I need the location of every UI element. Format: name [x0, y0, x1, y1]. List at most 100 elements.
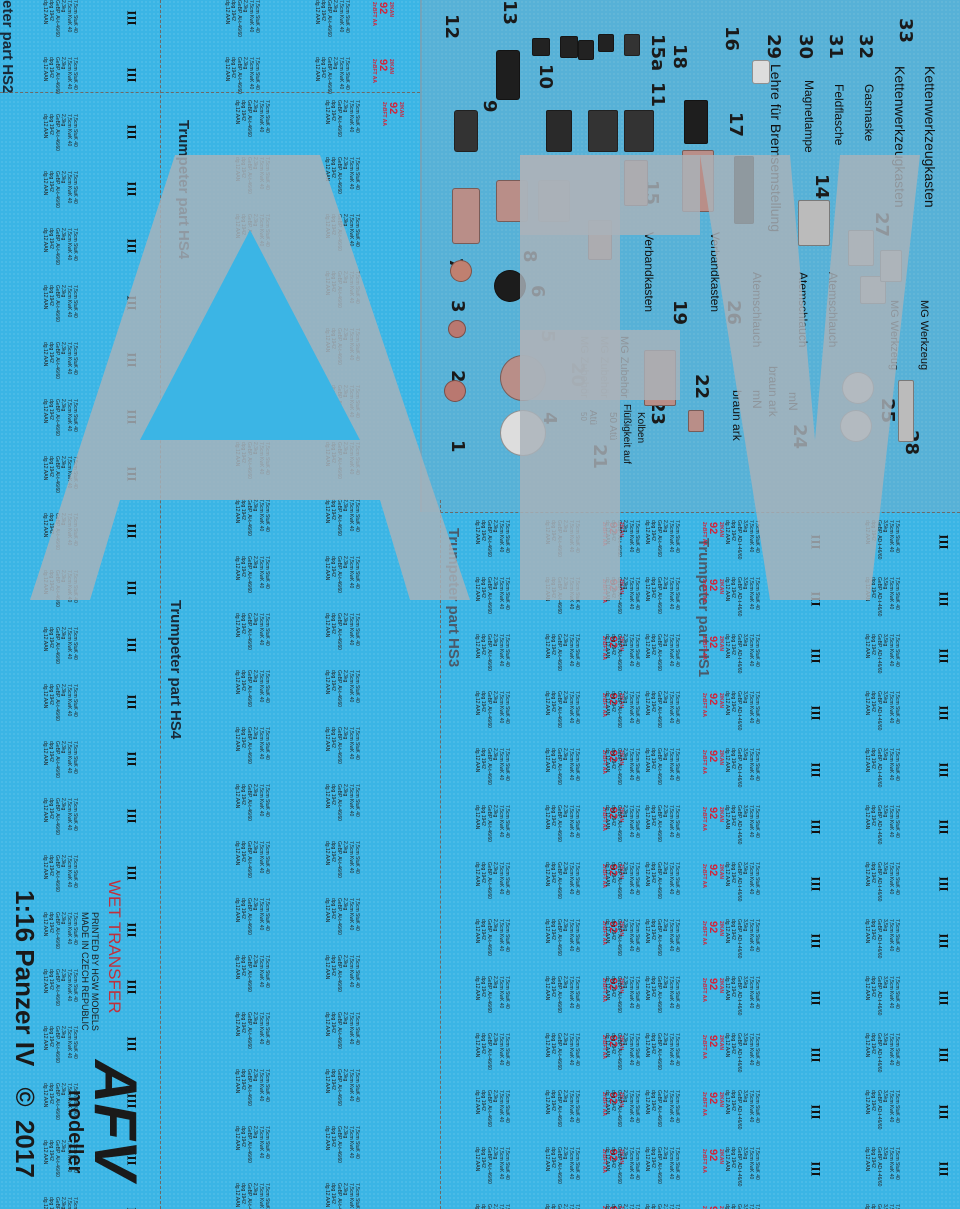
stencil-text: dg.12.AAN	[324, 1183, 330, 1208]
stencil-text: 7,5cm KwK 40	[66, 399, 72, 432]
roman-numeral: III	[936, 933, 952, 949]
stencil-red-text: 92	[377, 59, 389, 72]
stencil-text: 7,5cm StuK 40	[634, 577, 640, 610]
stencil-text: 7,5cm StuK 40	[264, 898, 270, 931]
stencil-text: GeBP. Al-t-46/60	[246, 1012, 252, 1049]
stencil-text: 7,5cm StuK 40	[754, 919, 760, 952]
stencil-red-text: 2nBFT AA	[701, 579, 707, 603]
stencil-text: 7,5cm KwK 40	[888, 919, 894, 952]
stencil-text: 7,5cm StuK 40	[674, 1147, 680, 1180]
stencil-text: GeBP. Al-t-46/60	[336, 955, 342, 992]
stencil-text: dg.12.AAN	[314, 57, 320, 82]
stencil-text: 7,5cm StuK 40	[634, 1033, 640, 1066]
stencil-text: 7,5cm KwK 40	[338, 0, 344, 33]
decal-shape	[560, 36, 578, 58]
stencil-text: 7,5cm KwK 40	[668, 748, 674, 781]
stencil-text: dg.12.AAN	[864, 805, 870, 830]
stencil-text: GeBP. Al-t-46/60	[486, 748, 492, 785]
stencil-text: dg.12.AAN	[474, 1147, 480, 1172]
stencil-text: GeBP. Al-t-46/60	[616, 634, 622, 671]
stencil-text: GeBP. Al-t-46/60	[246, 1183, 252, 1209]
stencil-text: 7,5cm StuK 40	[354, 898, 360, 931]
stencil-text: 7,5cm KwK 40	[568, 1033, 574, 1066]
stencil-text: GeBP. Al-t-46/60	[336, 1069, 342, 1106]
stencil-text: GeBP. Al-t-46/60	[54, 228, 60, 265]
title-text: 1:16 Panzer IV	[10, 890, 40, 1067]
stencil-text: 7,5cm KwK 40	[66, 342, 72, 375]
stencil-text: dg.12.AAN	[234, 613, 240, 638]
stencil-text: dg.12.AAN	[724, 976, 730, 1001]
stencil-text: 7,5cm StuK 40	[634, 1090, 640, 1123]
stencil-text: GeBP. Al-t-46/60	[616, 691, 622, 728]
stencil-text: GeBP. AD-t-46/60	[876, 634, 882, 674]
stencil-text: dg.12.AAN	[644, 805, 650, 830]
stencil-text: GeBP. AD-t-46/60	[876, 1204, 882, 1209]
stencil-red-text: 92	[707, 978, 719, 991]
stencil-text: 7,5cm StuK 40	[354, 955, 360, 988]
stencil-text: dg.12.AAN	[604, 919, 610, 944]
stencil-text: dg.12.AAN	[544, 634, 550, 659]
stencil-text: dpg 1942	[48, 1197, 54, 1209]
stencil-text: GeBP. AD-t-46/60	[876, 805, 882, 845]
stencil-text: dg.12.AAN	[474, 1033, 480, 1058]
stencil-text: 7,5cm KwK 40	[258, 328, 264, 361]
stencil-red-text: 2nBFT AA	[701, 1035, 707, 1059]
roman-numeral: III	[936, 591, 952, 607]
roman-numeral: III	[808, 1104, 824, 1120]
stencil-text: 7,5cm StuK 40	[894, 976, 900, 1009]
stencil-text: GeBP. AD-t-46/60	[736, 1033, 742, 1073]
stencil-text: 7,5cm KwK 40	[258, 1012, 264, 1045]
stencil-text: dg.12.AAN	[474, 577, 480, 602]
stencil-text: 7,5cm KwK 40	[498, 634, 504, 667]
stencil-text: 7,5cm StuK 40	[72, 627, 78, 660]
stencil-text: GeBP. Al-t-46/60	[556, 919, 562, 956]
stencil-text: 7,5cm KwK 40	[258, 1126, 264, 1159]
stencil-text: 7,5cm KwK 40	[668, 805, 674, 838]
stencil-text: GeBP. Al-t-46/60	[336, 1012, 342, 1049]
decal-number: 22	[691, 374, 712, 400]
afv-logo: AFV	[82, 1060, 149, 1180]
stencil-text: dg.12.AAN	[864, 1147, 870, 1172]
decal-label: Magnetlampe	[802, 80, 816, 153]
stencil-text: 2,3kg	[492, 1204, 498, 1209]
stencil-text: 7,5cm KwK 40	[748, 976, 754, 1009]
stencil-text: dg.12.AAN	[42, 855, 48, 880]
stencil-text: dg.12.AAN	[644, 1033, 650, 1058]
stencil-text: dg.12.AAN	[234, 328, 240, 353]
stencil-text: GeBP. Al-t-46/60	[54, 114, 60, 151]
stencil-text: 7,5cm KwK 40	[628, 577, 634, 610]
stencil-text: GeBP. Al-t-46/60	[336, 157, 342, 194]
stencil-text: GeBP. Al-t-46/60	[246, 727, 252, 764]
stencil-text: 7,5cm KwK 40	[668, 919, 674, 952]
stencil-text: 7,5cm StuK 40	[894, 919, 900, 952]
stencil-text: 7,5cm KwK 40	[628, 862, 634, 895]
decal-label: Flüßigkeit auf	[621, 404, 632, 465]
stencil-text: 7,5cm KwK 40	[66, 285, 72, 318]
stencil-text: GeBP. Al-t-46/60	[486, 1033, 492, 1070]
stencil-text: 7,5cm StuK 40	[754, 748, 760, 781]
printed-by: PRINTED BY HGW MODELS	[90, 912, 100, 1031]
cut-line	[0, 92, 420, 93]
stencil-text: dg.12.AAN	[864, 1204, 870, 1209]
stencil-text: 7,5cm StuK 40	[754, 1090, 760, 1123]
stencil-text: GeBP. AD-t-46/60	[876, 691, 882, 731]
